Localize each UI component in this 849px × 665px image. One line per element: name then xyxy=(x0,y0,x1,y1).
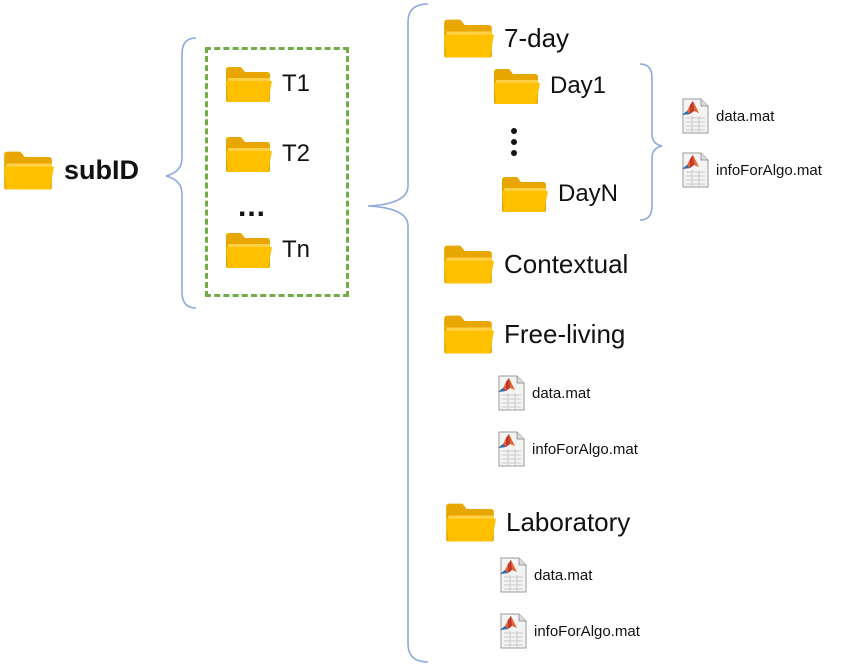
seven-day-label: 7-day xyxy=(504,22,570,53)
folder-t1-label: T1 xyxy=(282,70,311,97)
matlab-file-icon xyxy=(496,431,526,467)
folder-icon xyxy=(224,134,272,174)
free-living-label: Free-living xyxy=(504,318,626,349)
root-brace xyxy=(165,37,197,309)
laboratory-label: Laboratory xyxy=(506,506,631,537)
file-free-living-data[interactable]: data.mat xyxy=(496,375,590,411)
folder-laboratory[interactable]: Laboratory xyxy=(444,500,630,544)
folder-icon xyxy=(224,64,272,104)
folder-icon xyxy=(2,148,54,192)
file-label: infoForAlgo.mat xyxy=(716,161,822,179)
file-label: data.mat xyxy=(534,566,593,584)
root-label: subID xyxy=(64,154,140,185)
file-seven-day-data[interactable]: data.mat xyxy=(680,98,774,134)
folder-icon xyxy=(492,66,540,106)
file-laboratory-data[interactable]: data.mat xyxy=(498,557,592,593)
day1-label: Day1 xyxy=(550,72,607,99)
folder-tn[interactable]: Tn xyxy=(224,230,310,270)
matlab-file-icon xyxy=(498,557,528,593)
matlab-file-icon xyxy=(680,152,710,188)
folder-t1[interactable]: T1 xyxy=(224,64,310,104)
folder-icon xyxy=(442,242,494,286)
folder-dayn[interactable]: DayN xyxy=(500,174,618,214)
file-seven-day-info[interactable]: infoForAlgo.mat xyxy=(680,152,822,188)
folder-free-living[interactable]: Free-living xyxy=(442,312,625,356)
file-free-living-info[interactable]: infoForAlgo.mat xyxy=(496,431,638,467)
folder-icon xyxy=(444,500,496,544)
matlab-file-icon xyxy=(680,98,710,134)
folder-t2[interactable]: T2 xyxy=(224,134,310,174)
file-laboratory-info[interactable]: infoForAlgo.mat xyxy=(498,613,640,649)
folder-t2-label: T2 xyxy=(282,140,311,167)
folder-contextual[interactable]: Contextual xyxy=(442,242,628,286)
folder-icon xyxy=(500,174,548,214)
file-label: infoForAlgo.mat xyxy=(534,622,640,640)
folder-icon xyxy=(442,16,494,60)
folder-tn-label: Tn xyxy=(282,236,311,263)
folder-icon xyxy=(442,312,494,356)
file-label: infoForAlgo.mat xyxy=(532,440,638,458)
trials-dashed-box xyxy=(205,47,349,297)
trial-brace xyxy=(367,3,429,663)
days-vertical-ellipsis xyxy=(511,128,519,161)
file-label: data.mat xyxy=(716,107,775,125)
file-label: data.mat xyxy=(532,384,591,402)
trials-ellipsis: ... xyxy=(238,190,267,223)
root-folder[interactable]: subID xyxy=(2,148,139,192)
matlab-file-icon xyxy=(496,375,526,411)
contextual-label: Contextual xyxy=(504,248,629,279)
days-brace xyxy=(639,63,663,221)
folder-icon xyxy=(224,230,272,270)
folder-seven-day[interactable]: 7-day xyxy=(442,16,569,60)
folder-day1[interactable]: Day1 xyxy=(492,66,606,106)
matlab-file-icon xyxy=(498,613,528,649)
dayn-label: DayN xyxy=(558,180,619,207)
